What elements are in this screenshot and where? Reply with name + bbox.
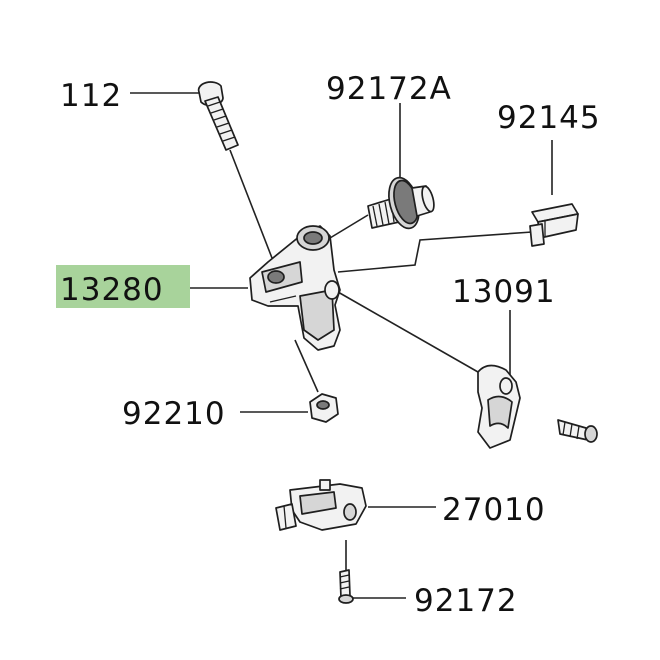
- screw-92172-icon: [338, 569, 354, 604]
- spring-92145-icon: [529, 203, 579, 247]
- part-label-112[interactable]: 112: [60, 78, 122, 114]
- part-label-13091[interactable]: 13091: [452, 274, 556, 310]
- part-labels: 112 92172A 92145 13280 13091 92210 27010…: [56, 71, 601, 619]
- switch-27010-icon: [275, 479, 367, 531]
- leader-lines: [130, 92, 553, 599]
- part-label-92210[interactable]: 92210: [122, 396, 226, 432]
- part-label-27010[interactable]: 27010: [442, 492, 546, 528]
- leader-92210-to-holder: [294, 339, 319, 393]
- lever-holder-13280-icon: [249, 225, 341, 351]
- part-label-13280[interactable]: 13280: [60, 272, 164, 308]
- leader-92145-to-holder: [337, 231, 533, 273]
- adjuster-92172A-icon: [367, 176, 435, 230]
- part-label-13280-highlight: [56, 265, 190, 308]
- leader-13091-to-holder: [337, 291, 479, 373]
- part-label-92172[interactable]: 92172: [414, 583, 518, 619]
- clamp-13091-icon: [477, 364, 598, 449]
- leader-92172A-to-holder: [329, 214, 369, 239]
- leader-112-to-holder: [229, 149, 273, 259]
- bolt-112-icon: [197, 81, 239, 151]
- part-label-92145[interactable]: 92145: [497, 100, 601, 136]
- nut-92210-icon: [309, 393, 339, 423]
- part-label-92172A[interactable]: 92172A: [326, 71, 452, 107]
